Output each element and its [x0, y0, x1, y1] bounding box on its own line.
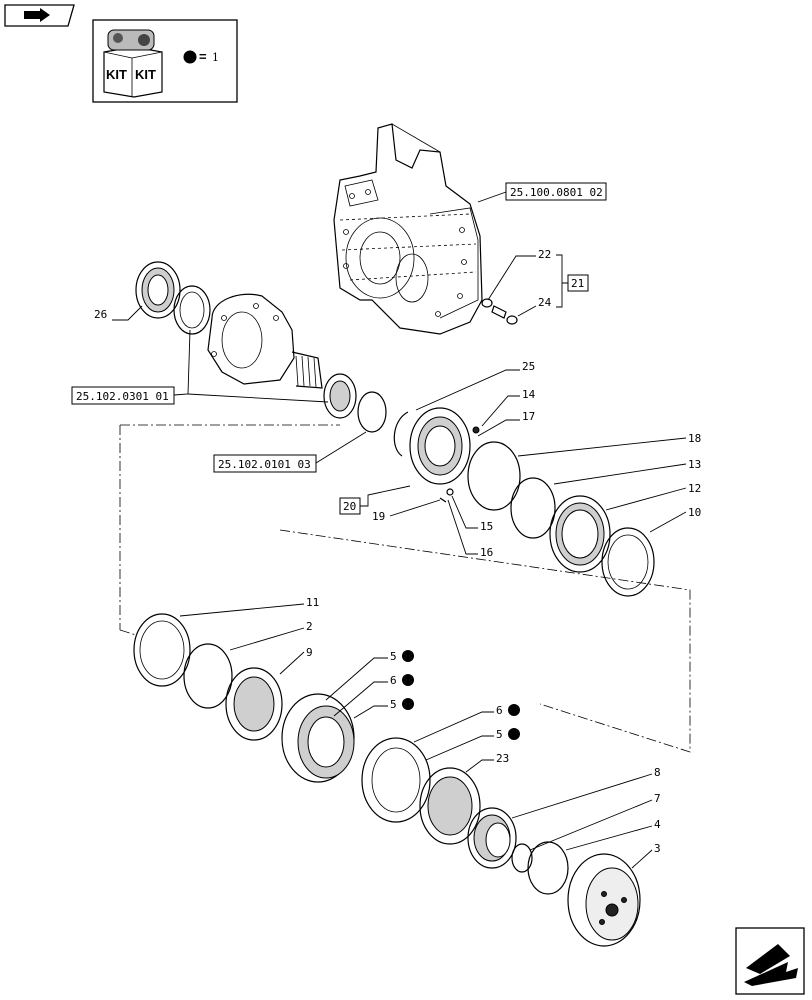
callout-6b: 6 — [496, 704, 503, 717]
callout-19: 19 — [372, 510, 385, 523]
ring-seal — [173, 285, 211, 335]
ring-4 — [527, 841, 569, 895]
carrier-bearing — [323, 373, 357, 419]
callout-13: 13 — [688, 458, 701, 471]
o-ring-18 — [467, 441, 521, 511]
kit-bullet-icon — [183, 50, 197, 64]
ring-10 — [601, 527, 655, 597]
ref-ring[interactable]: 25.102.0101 03 — [213, 454, 317, 473]
kit-legend: KIT KIT = 1 — [92, 19, 238, 103]
callout-5c: 5 — [496, 728, 503, 741]
kit-bullet-5c-icon — [508, 728, 520, 740]
snap-ring-2 — [183, 643, 233, 709]
kit-bullet-5b-icon — [402, 698, 414, 710]
callout-26: 26 — [94, 308, 107, 321]
callout-15: 15 — [480, 520, 493, 533]
brake-drum-3 — [567, 853, 641, 947]
callout-3: 3 — [654, 842, 661, 855]
disc-11-inner — [139, 620, 185, 680]
gear-8 — [467, 807, 517, 869]
callout-12: 12 — [688, 482, 701, 495]
kit-bullet-6a-icon — [402, 674, 414, 686]
callout-16: 16 — [480, 546, 493, 559]
callout-6a: 6 — [390, 674, 397, 687]
arrow-icon — [744, 944, 798, 986]
brake-piston-plate — [409, 407, 480, 485]
callout-4: 4 — [654, 818, 661, 831]
ref-carrier-text: 25.102.0301 01 — [76, 390, 169, 403]
assembly-boundary — [119, 424, 691, 753]
kit-bullet-6b-icon — [508, 704, 520, 716]
ref-box-20[interactable]: 20 — [339, 497, 361, 515]
ref-ring-text: 25.102.0101 03 — [218, 458, 311, 471]
drain-plug — [481, 298, 518, 325]
disc-23 — [419, 767, 481, 845]
disc-11 — [133, 613, 191, 687]
ref-box-21[interactable]: 21 — [567, 274, 589, 292]
ref-carrier[interactable]: 25.102.0301 01 — [71, 386, 175, 405]
callout-5b: 5 — [390, 698, 397, 711]
callout-22: 22 — [538, 248, 551, 261]
callout-7: 7 — [654, 792, 661, 805]
pins — [439, 488, 454, 503]
ref-box-20-text: 20 — [343, 500, 356, 513]
kit-quantity: 1 — [212, 51, 219, 64]
callouts: 26 22 24 25 14 17 18 13 12 10 19 15 16 1… — [94, 248, 701, 869]
kit-equals: = — [199, 49, 207, 64]
kit-bullet-5a-icon — [402, 650, 414, 662]
callout-23: 23 — [496, 752, 509, 765]
callout-18: 18 — [688, 432, 701, 445]
kit-box-icon: KIT KIT — [103, 29, 163, 98]
ref-box-21-text: 21 — [571, 277, 584, 290]
kit-label-right: KIT — [135, 67, 156, 82]
differential-carrier — [207, 293, 323, 389]
callout-2: 2 — [306, 620, 313, 633]
o-ring-13 — [510, 477, 556, 539]
next-page-button[interactable] — [735, 927, 805, 995]
circlip-25 — [393, 411, 409, 457]
ref-housing[interactable]: 25.100.0801 02 — [505, 182, 607, 201]
friction-discs-5-6 — [281, 693, 355, 783]
callout-5a: 5 — [390, 650, 397, 663]
callout-25: 25 — [522, 360, 535, 373]
callout-24: 24 — [538, 296, 552, 309]
back-navigation-tab[interactable] — [4, 4, 75, 27]
callout-10: 10 — [688, 506, 701, 519]
friction-discs-6-5b — [361, 737, 431, 823]
axle-housing — [333, 123, 483, 335]
piston-12 — [549, 495, 611, 573]
callout-9: 9 — [306, 646, 313, 659]
callout-11: 11 — [306, 596, 319, 609]
ref-housing-text: 25.100.0801 02 — [510, 186, 603, 199]
kit-label-left: KIT — [106, 67, 127, 82]
snap-ring — [357, 391, 387, 433]
ring-7 — [511, 843, 533, 873]
bearing-26 — [135, 261, 181, 319]
callout-14: 14 — [522, 388, 536, 401]
callout-17: 17 — [522, 410, 535, 423]
plate-9 — [225, 667, 283, 741]
callout-8: 8 — [654, 766, 661, 779]
hand-pointer-icon — [24, 8, 50, 22]
